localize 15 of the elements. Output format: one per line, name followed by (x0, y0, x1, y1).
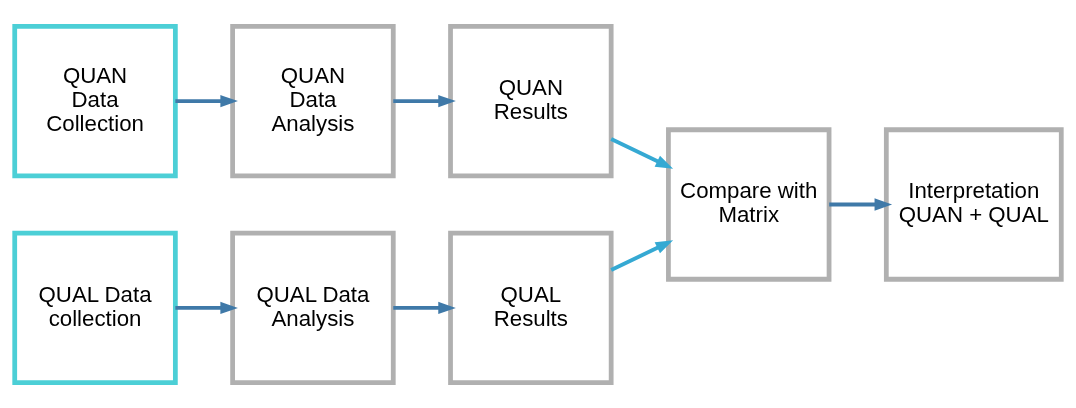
node-box: QUAN Results (448, 23, 614, 178)
node-box: QUAL Data collection (12, 230, 178, 385)
arrow (175, 94, 238, 107)
node-box: Interpretation QUAN + QUAL (883, 126, 1064, 282)
arrow (175, 301, 238, 314)
arrow (393, 301, 456, 314)
node-box: Compare with Matrix (666, 126, 832, 282)
node-box: QUAN Data Analysis (230, 23, 396, 178)
node-box: QUAL Data Analysis (230, 230, 396, 385)
arrow (393, 94, 456, 107)
arrow (610, 136, 674, 169)
arrow (610, 239, 674, 272)
arrow (829, 197, 893, 211)
node-box: QUAL Results (448, 230, 614, 385)
node-box: QUAN Data Collection (12, 23, 178, 178)
